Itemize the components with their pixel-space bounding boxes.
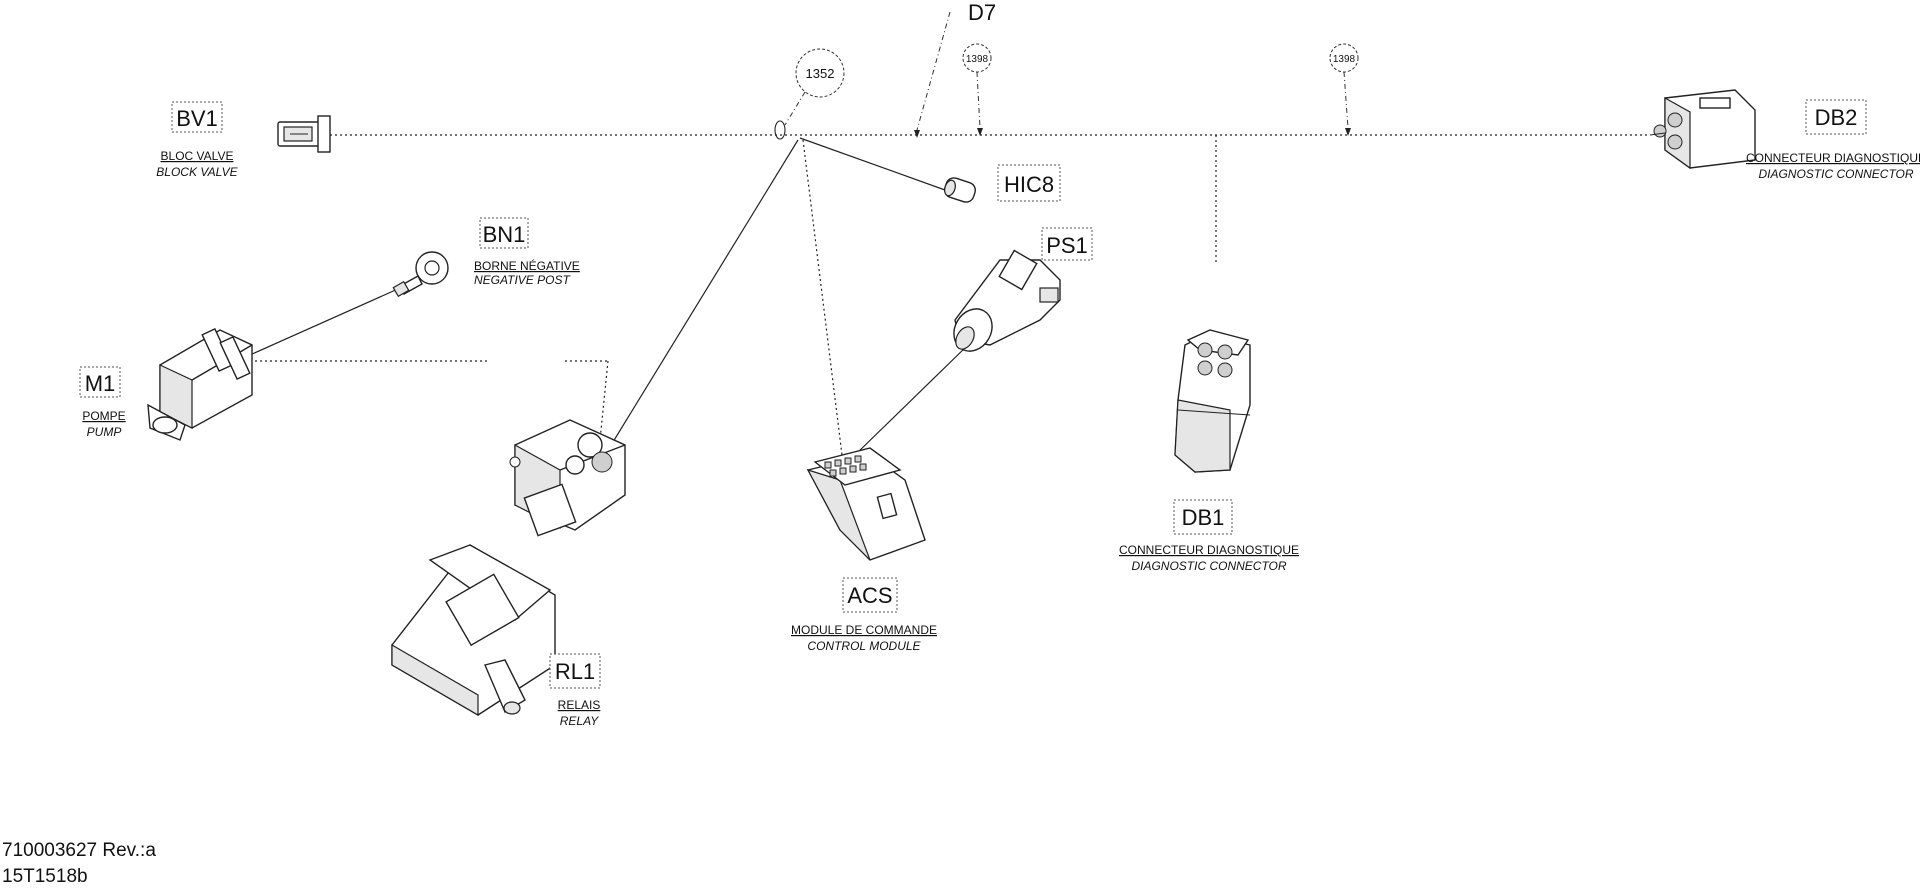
db1-label-block: DB1 CONNECTEUR DIAGNOSTIQUE DIAGNOSTIC C… (1119, 499, 1299, 573)
acs-desc-en: CONTROL MODULE (807, 639, 921, 653)
m1-relay-wire-c (599, 360, 609, 441)
d7-leader (916, 11, 951, 131)
grommet-1352-icon (774, 120, 786, 140)
acs-ref: ACS (847, 583, 892, 608)
ps1-label-block: PS1 (1041, 227, 1093, 261)
callout-1352-label: 1352 (806, 66, 835, 81)
db2-ref: DB2 (1815, 105, 1858, 130)
rl1-relay-icon (391, 544, 556, 717)
db2-label-block: DB2 CONNECTEUR DIAGNOSTIQUE DIAGNOSTIC C… (1746, 99, 1920, 181)
drawing-code: 15T1518b (2, 866, 88, 887)
rl1-label-block: RL1 RELAIS RELAY (549, 653, 601, 728)
db1-desc-en: DIAGNOSTIC CONNECTOR (1131, 559, 1286, 573)
hic8-branch-wire (799, 137, 946, 191)
bn1-label-block: BN1 BORNE NÉGATIVE NEGATIVE POST (474, 217, 580, 287)
bv1-connector-icon (277, 115, 331, 153)
bn1-ref: BN1 (483, 222, 526, 247)
callout-1398a-leader (976, 71, 981, 129)
hic8-plug-icon (944, 177, 976, 203)
ps1-acs-wire (854, 344, 969, 456)
m1-ref: M1 (85, 371, 116, 396)
bn1-desc-fr: BORNE NÉGATIVE (474, 258, 580, 273)
ps1-sensor-icon (953, 249, 1061, 352)
acs-desc-fr: MODULE DE COMMANDE (791, 623, 937, 637)
callout-1398b-arrow (1345, 128, 1351, 136)
d7-label: D7 (968, 0, 996, 25)
hic8-ref: HIC8 (1004, 172, 1054, 197)
part-number: 710003627 Rev.:a (2, 840, 156, 861)
callout-1352-leader (784, 91, 806, 126)
bn1-m1-wire (249, 287, 401, 356)
db2-connector-icon (1649, 89, 1756, 170)
acs-control-module-icon (806, 447, 926, 561)
callout-1398a-label: 1398 (966, 54, 989, 65)
db1-desc-fr: CONNECTEUR DIAGNOSTIQUE (1119, 543, 1299, 557)
d7-arrow (914, 130, 920, 138)
rl1-desc-fr: RELAIS (558, 698, 601, 712)
db1-ref: DB1 (1182, 505, 1225, 530)
relay-harness-connector-icon (509, 419, 626, 537)
m1-pump-connector-icon (147, 327, 253, 441)
callout-1398b-leader (1343, 71, 1349, 129)
bn1-ring-terminal-icon (392, 251, 449, 298)
ps1-ref: PS1 (1046, 233, 1088, 258)
db1-connector-icon (1174, 329, 1251, 473)
relay-branch-wire (604, 139, 799, 456)
rl1-desc-en: RELAY (560, 714, 599, 728)
bv1-desc-fr: BLOC VALVE (161, 149, 234, 163)
bn1-desc-en: NEGATIVE POST (474, 273, 571, 287)
callout-1398a-arrow (977, 128, 983, 136)
m1-desc-fr: POMPE (82, 409, 125, 423)
bv1-desc-en: BLOCK VALVE (156, 165, 238, 179)
hic8-label-block: HIC8 (997, 164, 1061, 202)
m1-desc-en: PUMP (87, 425, 122, 439)
callout-1352-bubble (795, 48, 845, 98)
m1-label-block: M1 POMPE PUMP (79, 366, 126, 439)
rl1-ref: RL1 (555, 659, 595, 684)
db2-desc-fr: CONNECTEUR DIAGNOSTIQUE (1746, 151, 1920, 165)
acs-branch-wire (802, 139, 843, 456)
harness-wires (249, 134, 1650, 456)
acs-pin-array (824, 455, 867, 477)
acs-label-block: ACS MODULE DE COMMANDE CONTROL MODULE (791, 577, 937, 653)
callout-1398b-label: 1398 (1333, 54, 1356, 65)
callouts: D7 1352 1398 1398 (774, 0, 1359, 140)
bv1-label-block: BV1 BLOC VALVE BLOCK VALVE (156, 101, 239, 179)
db2-desc-en: DIAGNOSTIC CONNECTOR (1758, 167, 1913, 181)
bv1-ref: BV1 (176, 106, 218, 131)
